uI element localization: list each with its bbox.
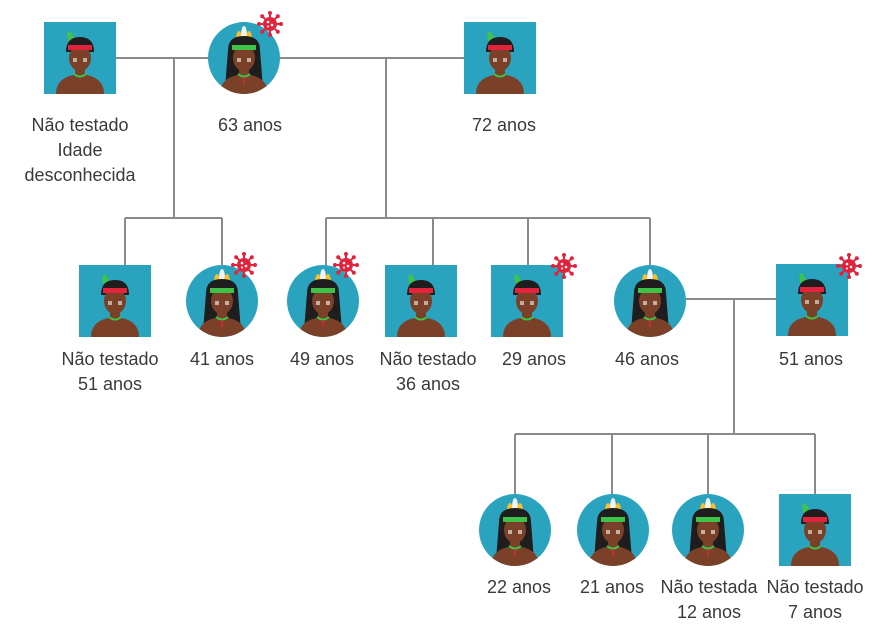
person-p5 xyxy=(186,265,258,337)
person-p11 xyxy=(479,494,551,566)
label-line: 63 anos xyxy=(217,115,283,135)
coronavirus-icon xyxy=(836,253,862,279)
person-p7 xyxy=(385,265,457,337)
coronavirus-icon xyxy=(257,11,283,37)
label-line: Não testado xyxy=(766,577,864,597)
person-label-p14: Não testado 7 anos xyxy=(740,575,890,625)
label-line: 51 anos xyxy=(77,374,143,394)
person-label-p1: Não testado Idade desconhecida xyxy=(5,113,155,188)
person-p2 xyxy=(208,22,280,94)
person-p14 xyxy=(779,494,851,566)
person-label-p6: 49 anos xyxy=(247,347,397,372)
label-line: 46 anos xyxy=(614,349,680,369)
person-label-p11: 22 anos xyxy=(444,575,594,600)
label-line: Não testada xyxy=(660,577,758,597)
label-line: Não testado xyxy=(31,115,129,135)
coronavirus-icon xyxy=(551,253,577,279)
label-line: 51 anos xyxy=(778,349,844,369)
person-label-p7: Não testado 36 anos xyxy=(353,347,503,397)
person-p4 xyxy=(79,265,151,337)
label-line: 21 anos xyxy=(579,577,645,597)
person-label-p12: 21 anos xyxy=(537,575,687,600)
person-p8 xyxy=(491,265,563,337)
label-line: 22 anos xyxy=(486,577,552,597)
person-label-p4: Não testado 51 anos xyxy=(35,347,185,397)
label-line: 36 anos xyxy=(395,374,461,394)
person-p9 xyxy=(614,265,686,337)
person-p6 xyxy=(287,265,359,337)
person-p3 xyxy=(464,22,536,94)
person-label-p8: 29 anos xyxy=(459,347,609,372)
label-line: desconhecida xyxy=(24,165,136,185)
label-line: 41 anos xyxy=(189,349,255,369)
person-label-p13: Não testada 12 anos xyxy=(634,575,784,625)
label-line: Idade xyxy=(57,140,103,160)
label-line: 29 anos xyxy=(501,349,567,369)
person-p12 xyxy=(577,494,649,566)
person-p13 xyxy=(672,494,744,566)
person-label-p10: 51 anos xyxy=(736,347,886,372)
coronavirus-icon xyxy=(231,252,257,278)
label-line: 49 anos xyxy=(289,349,355,369)
person-label-p9: 46 anos xyxy=(572,347,722,372)
person-label-p2: 63 anos xyxy=(175,113,325,138)
label-line: 12 anos xyxy=(676,602,742,622)
person-label-p3: 72 anos xyxy=(429,113,579,138)
label-line: 72 anos xyxy=(471,115,537,135)
person-p10 xyxy=(776,264,848,336)
label-line: 7 anos xyxy=(787,602,843,622)
person-p1 xyxy=(44,22,116,94)
person-label-p5: 41 anos xyxy=(147,347,297,372)
label-line: Não testado xyxy=(379,349,477,369)
label-line: Não testado xyxy=(61,349,159,369)
coronavirus-icon xyxy=(333,252,359,278)
